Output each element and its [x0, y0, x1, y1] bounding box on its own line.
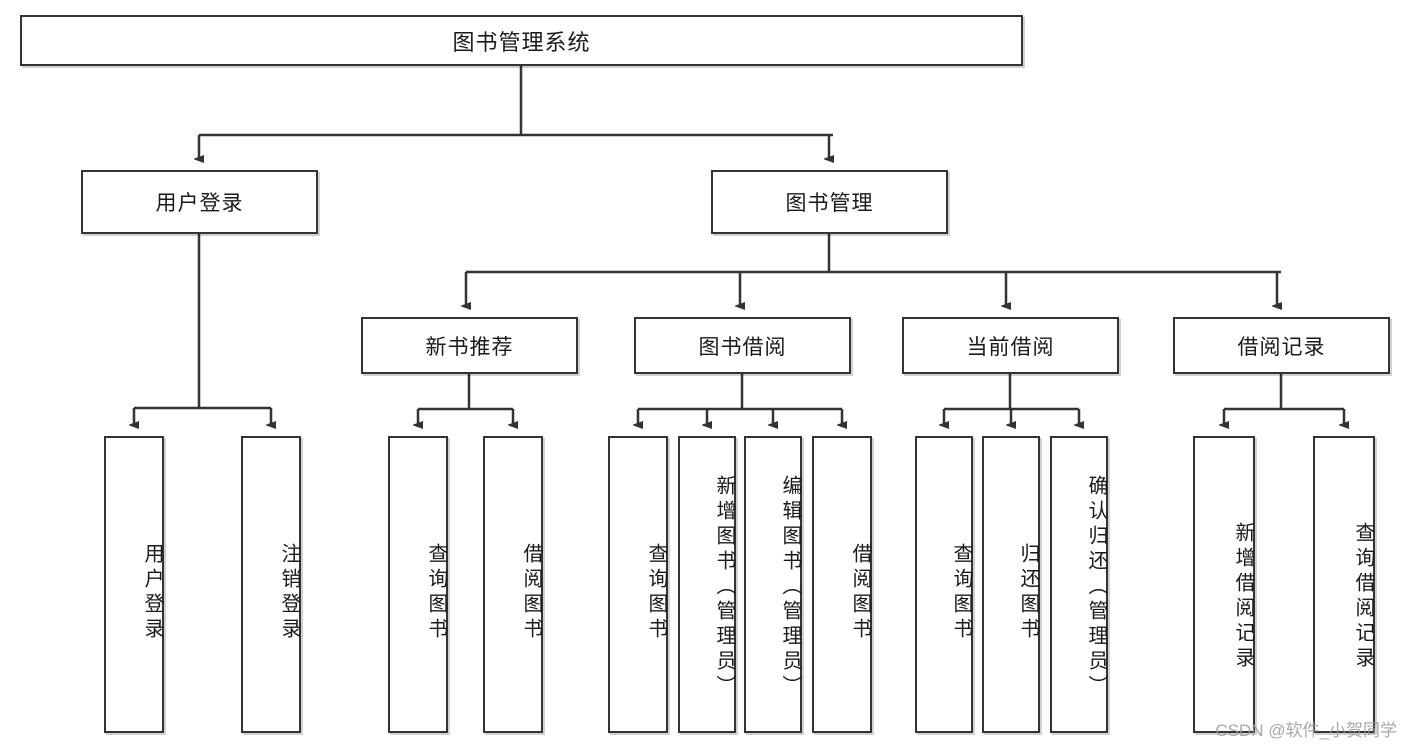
node-leaf-query-book-3-label: 查询图书 [950, 542, 972, 643]
node-leaf-add-book-admin-label: 新增图书（管理员） [713, 475, 735, 700]
node-borrow-record-label: 借阅记录 [1237, 335, 1326, 359]
node-book-borrow-label: 图书借阅 [698, 335, 787, 359]
node-leaf-return-book-label: 归还图书 [1017, 542, 1039, 643]
node-leaf-edit-book-admin-label: 编辑图书（管理员） [779, 475, 801, 700]
watermark: CSDN @软件_小贺同学 [1215, 721, 1397, 740]
node-leaf-borrow-book-2-label: 借阅图书 [849, 542, 871, 643]
node-leaf-borrow-book-1-label: 借阅图书 [520, 542, 542, 643]
node-leaf-add-borrow-record[interactable]: 新增借阅记录 [1193, 436, 1255, 733]
node-leaf-query-borrow-record-label: 查询借阅记录 [1352, 521, 1374, 672]
node-borrow-record[interactable]: 借阅记录 [1173, 317, 1390, 374]
node-leaf-user-login-label: 用户登录 [141, 542, 163, 643]
node-leaf-logout-login-label: 注销登录 [278, 542, 300, 643]
node-leaf-borrow-book-2[interactable]: 借阅图书 [812, 436, 872, 733]
node-current-borrow-label: 当前借阅 [966, 335, 1055, 359]
node-new-book-recommend[interactable]: 新书推荐 [361, 317, 578, 374]
node-leaf-query-borrow-record[interactable]: 查询借阅记录 [1313, 436, 1375, 733]
node-leaf-borrow-book-1[interactable]: 借阅图书 [483, 436, 543, 733]
node-leaf-user-login[interactable]: 用户登录 [104, 436, 164, 733]
node-new-book-recommend-label: 新书推荐 [425, 335, 514, 359]
node-leaf-add-book-admin[interactable]: 新增图书（管理员） [678, 436, 736, 733]
node-leaf-query-book-1-label: 查询图书 [425, 542, 447, 643]
node-book-borrow[interactable]: 图书借阅 [634, 317, 851, 374]
node-leaf-add-borrow-record-label: 新增借阅记录 [1232, 521, 1254, 672]
node-leaf-query-book-2[interactable]: 查询图书 [608, 436, 668, 733]
node-root-label: 图书管理系统 [452, 29, 591, 55]
node-book-manage[interactable]: 图书管理 [711, 170, 948, 234]
node-book-manage-label: 图书管理 [785, 192, 874, 215]
node-leaf-query-book-3[interactable]: 查询图书 [915, 436, 973, 733]
node-leaf-edit-book-admin[interactable]: 编辑图书（管理员） [744, 436, 802, 733]
node-root[interactable]: 图书管理系统 [20, 15, 1023, 66]
node-leaf-query-book-2-label: 查询图书 [645, 542, 667, 643]
node-leaf-confirm-return-admin[interactable]: 确认归还（管理员） [1050, 436, 1108, 733]
node-leaf-logout-login[interactable]: 注销登录 [241, 436, 301, 733]
node-leaf-return-book[interactable]: 归还图书 [982, 436, 1040, 733]
node-user-login[interactable]: 用户登录 [81, 170, 318, 234]
node-leaf-query-book-1[interactable]: 查询图书 [388, 436, 448, 733]
node-current-borrow[interactable]: 当前借阅 [902, 317, 1119, 374]
node-leaf-confirm-return-admin-label: 确认归还（管理员） [1085, 475, 1107, 700]
node-user-login-label: 用户登录 [155, 192, 244, 215]
